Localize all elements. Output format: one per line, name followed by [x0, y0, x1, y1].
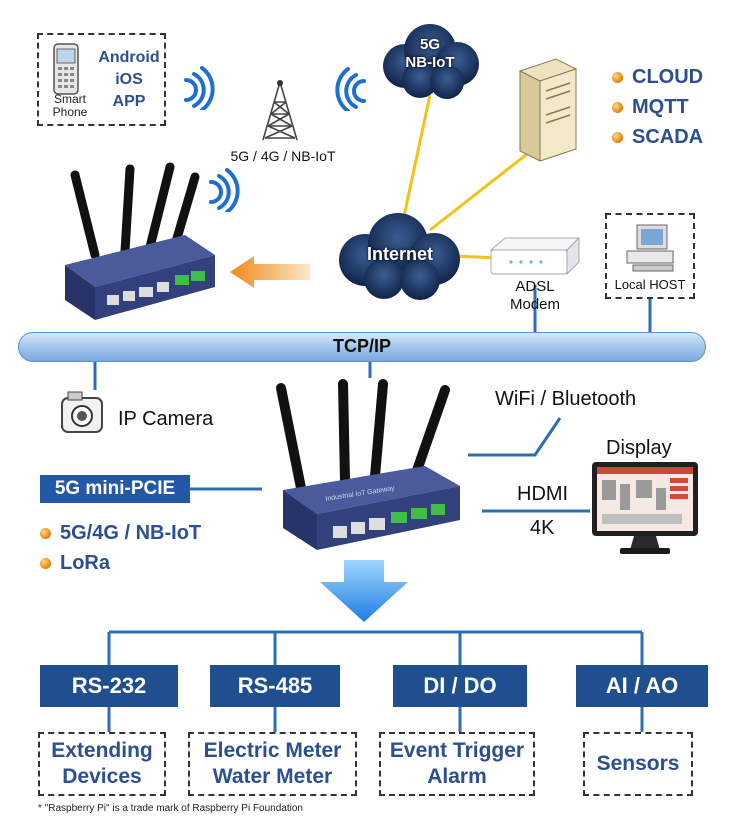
- smartphone-icon: [53, 43, 79, 95]
- tcpip-bus: TCP/IP: [18, 332, 706, 362]
- resolution-label: 4K: [530, 517, 555, 539]
- bullet-dot-icon: [612, 72, 623, 84]
- cell-tower-icon: [262, 80, 298, 141]
- tower-label: 5G / 4G / NB-IoT: [230, 148, 336, 164]
- bullet-dot-icon: [612, 132, 623, 144]
- service-item: CLOUD: [612, 62, 703, 92]
- cloud-internet-icon: [339, 213, 460, 300]
- device-label: Extending Devices: [51, 739, 153, 788]
- cloud-5g-line2: NB-IoT: [405, 54, 455, 71]
- interface-label: AI / AO: [605, 673, 679, 698]
- interface-box-dido: DI / DO: [393, 665, 527, 707]
- device-box: Extending Devices: [38, 732, 166, 796]
- interface-label: RS-232: [71, 673, 147, 698]
- interface-label: DI / DO: [423, 673, 497, 698]
- device-label: Electric Meter Water Meter: [203, 739, 342, 788]
- server-icon: [518, 58, 578, 162]
- device-box: Electric Meter Water Meter: [188, 732, 357, 796]
- device-label: Event Trigger Alarm: [389, 739, 525, 788]
- local-host-label: Local HOST: [614, 277, 686, 292]
- device-box: Sensors: [583, 732, 693, 796]
- app-generic: APP: [112, 93, 146, 110]
- down-arrow-icon: [320, 560, 408, 622]
- cloud-5g-icon: [383, 24, 479, 99]
- footnote: * "Raspberry Pi" is a trade mark of Rasp…: [38, 803, 303, 814]
- interface-box-rs232: RS-232: [40, 665, 178, 707]
- ip-camera-icon: [61, 391, 103, 433]
- interface-box-rs485: RS-485: [210, 665, 340, 707]
- minipcie-box: 5G mini-PCIE: [40, 475, 190, 503]
- app-android: Android: [98, 49, 160, 66]
- wifi-signal-icon: [209, 168, 240, 212]
- adsl-modem-icon: [489, 236, 581, 276]
- cloud-5g-line1: 5G: [419, 36, 440, 53]
- ip-camera-label: IP Camera: [118, 408, 214, 430]
- computer-icon: [626, 224, 674, 272]
- bullet-dot-icon: [40, 558, 51, 570]
- display-label: Display: [606, 437, 672, 459]
- smartphone-box: Smart Phone Android iOS APP: [37, 33, 166, 126]
- service-item: MQTT: [612, 92, 703, 122]
- adsl-label: ADSL Modem: [509, 278, 561, 313]
- minipcie-options: 5G/4G / NB-IoT LoRa: [40, 518, 201, 578]
- display-monitor-icon: [592, 462, 698, 554]
- bullet-dot-icon: [612, 102, 623, 114]
- cloud-internet-text: Internet: [366, 244, 433, 264]
- iot-gateway-main-image: [276, 379, 460, 550]
- minipcie-label: 5G mini-PCIE: [54, 478, 176, 499]
- device-label: Sensors: [596, 752, 680, 775]
- wifi-bt-label: WiFi / Bluetooth: [495, 388, 637, 410]
- orange-arrow-icon: [230, 256, 310, 288]
- smartphone-apps: Android iOS APP: [93, 47, 165, 113]
- iot-gateway-top-image: [65, 162, 215, 320]
- services-list: CLOUD MQTT SCADA: [612, 62, 703, 152]
- smartphone-label: Smart Phone: [52, 92, 88, 119]
- device-box: Event Trigger Alarm: [379, 732, 535, 796]
- cloud-5g-text: 5G NB-IoT: [385, 36, 475, 72]
- hdmi-label: HDMI: [517, 483, 569, 505]
- wifi-signal-icon: [335, 67, 366, 111]
- bullet-dot-icon: [40, 528, 51, 540]
- bus-label: TCP/IP: [332, 336, 391, 356]
- option-item: LoRa: [40, 548, 201, 578]
- service-item: SCADA: [612, 122, 703, 152]
- option-item: 5G/4G / NB-IoT: [40, 518, 201, 548]
- interface-box-aiao: AI / AO: [576, 665, 708, 707]
- wifi-signal-icon: [184, 66, 215, 110]
- interface-label: RS-485: [237, 673, 313, 698]
- app-ios: iOS: [115, 71, 143, 88]
- local-host-box: Local HOST: [605, 213, 695, 299]
